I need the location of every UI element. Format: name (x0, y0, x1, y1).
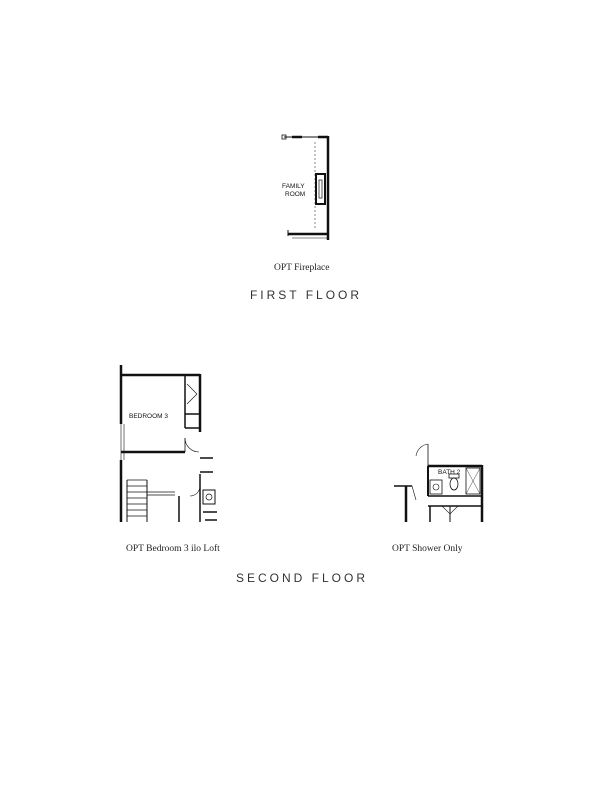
second-floor-title: SECOND FLOOR (235, 571, 368, 585)
bath2-label: BATH 2 (438, 469, 461, 476)
bedroom3-caption: OPT Bedroom 3 ilo Loft (126, 544, 220, 554)
fireplace-caption: OPT Fireplace (274, 263, 330, 273)
bedroom3-plan: BEDROOM 3 (119, 365, 217, 522)
family-room-label-line1: FAMILY (282, 183, 305, 190)
fireplace-plan: FAMILY ROOM (281, 134, 330, 240)
family-room-label-line2: ROOM (285, 191, 305, 198)
shower-caption: OPT Shower Only (392, 544, 463, 554)
first-floor-title: FIRST FLOOR (249, 288, 363, 302)
shower-plan: BATH 2 (394, 443, 484, 522)
bedroom3-label: BEDROOM 3 (129, 413, 168, 420)
